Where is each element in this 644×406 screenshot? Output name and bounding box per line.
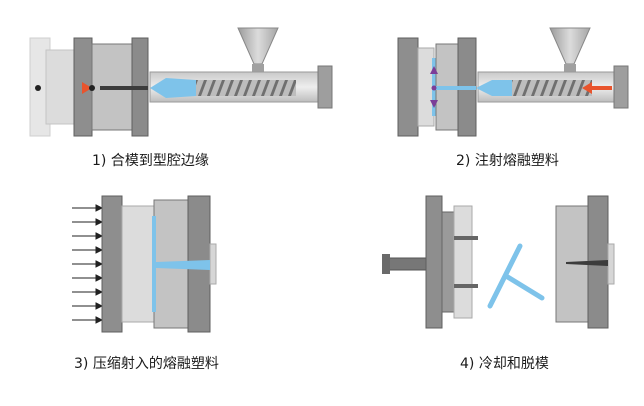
pressure-arrow-up [430,66,438,74]
step1-caption: 1) 合模到型腔边缘 [92,153,209,169]
step3-caption: 3) 压缩射入的熔融塑料 [74,356,219,372]
movable-mold-half [417,47,435,127]
ejector-pin-top [454,236,478,240]
sprue-melt [436,86,476,90]
ejector-plate [441,211,455,313]
melt-front [150,78,196,98]
step3-illustration [72,195,217,333]
clamp-dot-left [35,85,41,91]
pressure-dot [431,85,437,91]
nozzle-bushing [209,243,217,285]
hopper [237,27,279,65]
ejected-part-sprue [503,273,545,301]
movable-platen [101,195,123,333]
pressure-arrow-down [430,100,438,108]
clamp-arrowhead [82,82,92,94]
barrel-end [317,65,333,109]
melt-front [476,80,512,96]
sprue-channel [566,260,608,266]
compression-force-arrows [72,204,104,324]
movable-platen [425,195,443,329]
step1-illustration [29,27,333,137]
compressed-part [152,216,156,312]
compressed-sprue [156,260,210,270]
movable-mold-half [453,205,473,319]
barrel-end [613,65,629,109]
screw [512,80,592,96]
screw [196,80,296,96]
ejector-rod [383,257,433,271]
step2-caption: 2) 注射熔融塑料 [456,153,559,169]
hopper [549,27,591,65]
injection-arrowhead [582,82,592,94]
nozzle-bushing [607,243,615,285]
clamp-dot-right [89,85,95,91]
step4-illustration [382,195,615,329]
ejector-rod-end [382,254,390,274]
step2-illustration [397,27,629,137]
step4-caption: 4) 冷却和脱模 [460,356,549,372]
ejector-pin-bottom [454,284,478,288]
movable-mold-half [121,205,155,323]
movable-platen [397,37,419,137]
sprue-channel [100,86,148,90]
